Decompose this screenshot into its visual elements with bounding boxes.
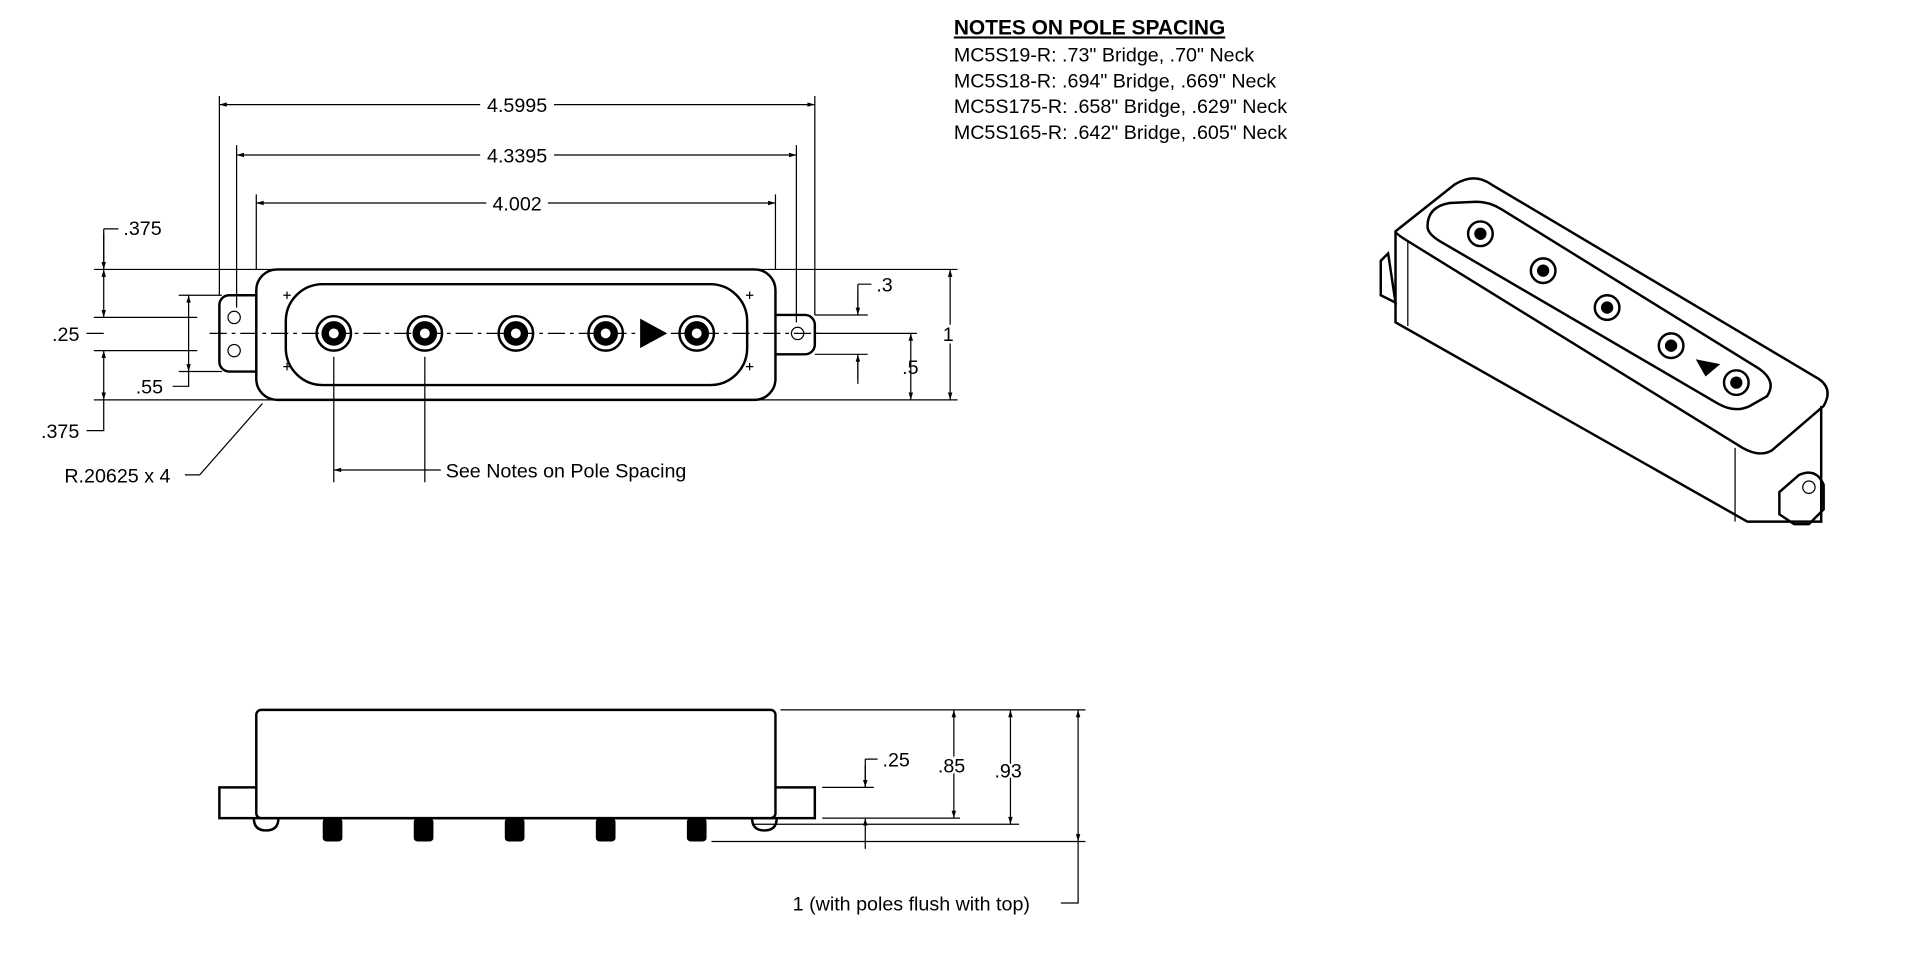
dim-body-height: .85 [938,756,965,778]
dim-side-tab: .25 [882,749,909,771]
pole-pieces [315,314,716,352]
note-line: MC5S18-R: .694" Bridge, .669" Neck [954,70,1276,92]
dim-total-height: .93 [994,761,1021,783]
dim-corner-radius: R.20625 x 4 [64,465,170,487]
mount-holes [227,310,805,358]
iso-pole-pieces [1466,220,1750,397]
dim-overall-length: 4.5995 [487,95,547,117]
side-pole-screws [322,818,707,842]
note-line: MC5S19-R: .73" Bridge, .70" Neck [954,45,1255,67]
dim-bottom-offset: .375 [41,421,79,443]
notes-title: NOTES ON POLE SPACING [954,16,1225,39]
note-line: MC5S175-R: .658" Bridge, .629" Neck [954,96,1287,118]
dim-top-offset: .375 [123,218,161,240]
dim-mount-hole-spacing: 4.3395 [487,145,547,167]
dim-half-width: .5 [902,357,918,379]
dim-hole-spacing: .25 [52,324,79,346]
logo-icon [640,318,668,349]
top-view: 4.5995 4.3395 4.002 .375 .25 .375 .55 R.… [41,95,958,487]
dim-with-poles: 1 (with poles flush with top) [793,893,1030,915]
isometric-view [1379,177,1829,526]
dim-pole-spacing: See Notes on Pole Spacing [446,460,687,482]
dim-tab-right: .3 [876,275,892,297]
dim-width: 1 [943,324,954,346]
dim-body-length: 4.002 [492,193,541,215]
dim-tab-height: .55 [136,377,163,399]
note-line: MC5S165-R: .642" Bridge, .605" Neck [954,122,1287,144]
pole-spacing-notes: NOTES ON POLE SPACING MC5S19-R: .73" Bri… [954,16,1287,144]
side-view: .25 .85 .93 1 (with poles flush with top… [218,708,1086,915]
pickup-top-inset [284,282,749,387]
